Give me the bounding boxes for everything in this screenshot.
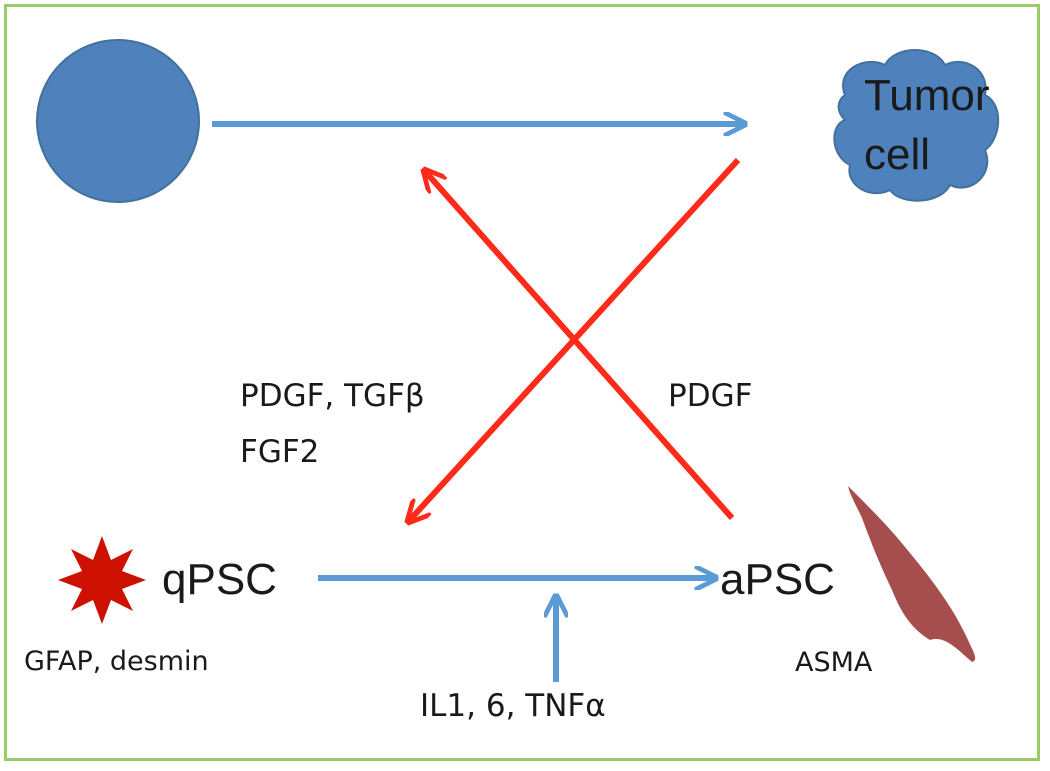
tumor-cell-label-line2: cell xyxy=(864,130,931,179)
qpsc-markers: GFAP, desmin xyxy=(24,646,209,677)
edge-label-activation-inputs: IL1, 6, TNFα xyxy=(420,688,606,724)
qpsc-label: qPSC xyxy=(162,555,277,604)
edge-label-to-qpsc-line1: PDGF, TGFβ xyxy=(240,378,425,414)
arrow-tumor-to-qpsc xyxy=(408,157,741,522)
edge-label-to-qpsc-line2: FGF2 xyxy=(240,434,320,470)
tumor-cell-label-line1: Tumor xyxy=(864,71,990,120)
apsc-markers: ASMA xyxy=(795,647,873,678)
apsc-cell-shape xyxy=(848,486,976,662)
apsc-label: aPSC xyxy=(720,555,835,604)
qpsc-star-shape xyxy=(58,536,146,624)
cell-circle xyxy=(36,39,200,203)
edge-label-to-tumor: PDGF xyxy=(668,378,753,414)
arrow-apsc-to-tumor xyxy=(424,170,735,520)
tumor-cell-cloud xyxy=(833,49,1000,202)
